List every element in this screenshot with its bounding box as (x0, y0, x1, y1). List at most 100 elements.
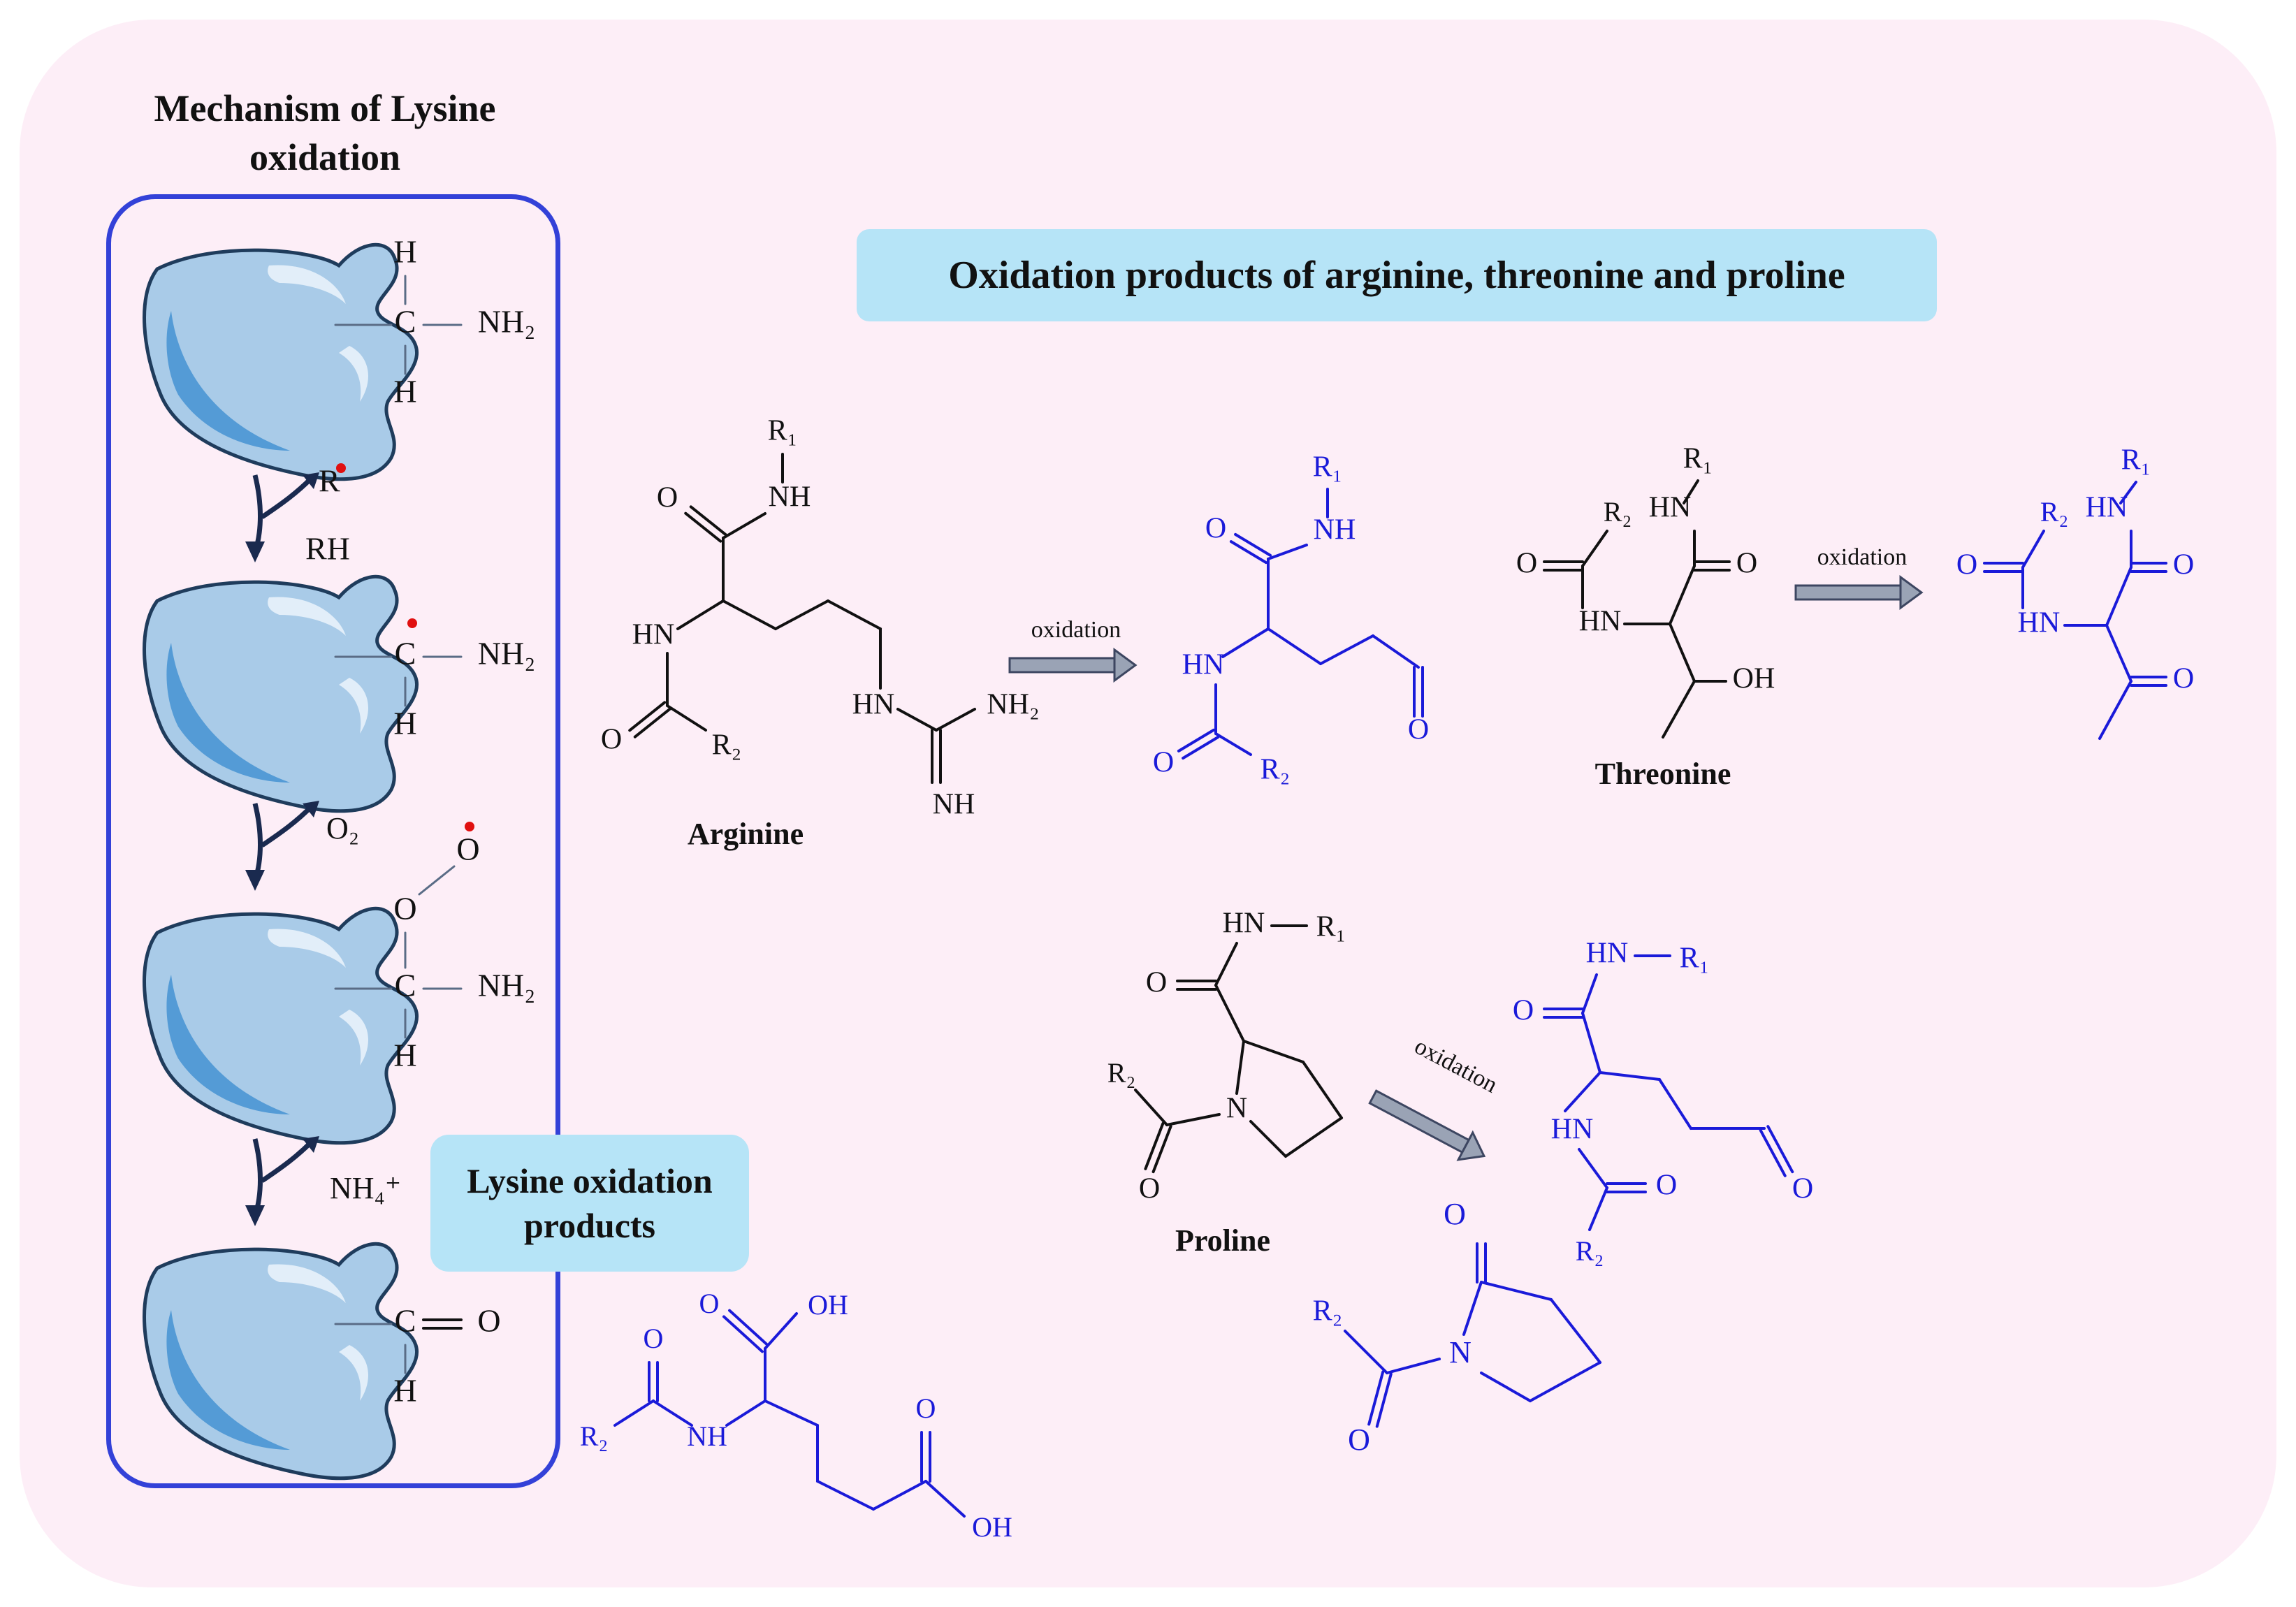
lysine-mechanism-frame (106, 194, 560, 1488)
atom-label: O (1408, 714, 1429, 746)
bond (1581, 973, 1598, 1015)
bond (1151, 1125, 1172, 1174)
bond (1214, 942, 1238, 987)
atom-label: R₂ (1107, 1057, 1136, 1089)
bond (1662, 680, 1696, 739)
atom-label: O (1153, 747, 1174, 779)
oxidation-arrow-3: oxidation (1365, 1033, 1502, 1171)
atom-label: H (393, 234, 416, 270)
atom-label: H (393, 374, 416, 409)
bond (1267, 627, 1322, 665)
atom-label: R₁ (1683, 443, 1713, 475)
atom-label: O (1736, 548, 1757, 580)
atom-label: HN (1579, 606, 1622, 638)
atom-label: NH (769, 481, 811, 514)
atom-label: H (393, 1373, 416, 1409)
bond (1529, 1361, 1601, 1402)
bond (1177, 728, 1215, 752)
atom-label: O (1205, 513, 1226, 545)
bond (1165, 1113, 1221, 1126)
bond (652, 1399, 693, 1427)
atom-label: O (1956, 549, 1977, 581)
atom-label: Threonine (1595, 757, 1731, 791)
atom-label: R₁ (1313, 451, 1343, 483)
oxidation-label: oxidation (1817, 544, 1907, 570)
protein-blob-icon (144, 576, 416, 810)
atom-label: NH₂ (478, 636, 535, 671)
atom-label: R₁ (1316, 911, 1346, 943)
oxidation-arrow-icon (1365, 1082, 1492, 1171)
atom-label: HN (1586, 938, 1629, 970)
bond (924, 1480, 966, 1518)
atom-label: NH (1314, 514, 1356, 546)
bond (728, 1309, 770, 1347)
bond (722, 599, 777, 630)
bond (1144, 1121, 1165, 1170)
radical-dot-icon (465, 822, 474, 831)
bond (935, 708, 976, 732)
bond (1242, 1040, 1305, 1063)
atom-label: O (1139, 1173, 1160, 1205)
atom-label: C (395, 1303, 416, 1339)
atom-label: O (1348, 1423, 1370, 1457)
atom-label: O (916, 1393, 936, 1424)
bond (613, 1399, 655, 1427)
atom-label: HN (1182, 649, 1225, 681)
bond (1462, 1281, 1483, 1336)
bond (1766, 1125, 1794, 1174)
bond (1249, 1120, 1287, 1158)
bond (666, 704, 707, 732)
atom-label: HN (2018, 607, 2061, 639)
lysine-products-label: Lysine oxidation products (430, 1135, 749, 1272)
atom-label: C (395, 968, 416, 1003)
oxidation-label: oxidation (1031, 617, 1121, 643)
curved-reaction-arrow-icon (245, 1136, 319, 1226)
bond (1229, 540, 1267, 565)
atom-label: R₂ (1260, 754, 1291, 786)
atom-label: N (1449, 1335, 1472, 1369)
bond (1221, 627, 1270, 658)
arginine-product-structure: R₁ NH O HN O R₂ O (1153, 451, 1429, 786)
atom-label: NH₄⁺ (330, 1171, 401, 1205)
atom-label: Proline (1175, 1223, 1270, 1258)
protein-blob-icon (144, 908, 416, 1142)
bond (1234, 532, 1272, 557)
atom-label: Arginine (688, 817, 804, 851)
bond (1581, 1012, 1601, 1074)
atom-label: O (601, 724, 622, 756)
bond (2119, 481, 2137, 504)
bond (1658, 1078, 1692, 1130)
bond (1319, 634, 1374, 665)
atom-label: O (456, 831, 479, 867)
atom-label: R₂ (1604, 496, 1632, 528)
bond (774, 599, 829, 630)
atom-label: HN (852, 689, 895, 721)
atom-label: HN (1223, 908, 1265, 940)
bond (896, 708, 938, 732)
bond (1134, 1089, 1168, 1126)
bond (764, 1399, 819, 1427)
atom-label: OH (1733, 663, 1775, 695)
atom-label: HN (632, 619, 675, 651)
atom-label: OH (808, 1289, 848, 1321)
lysine-mechanism-title: Mechanism of Lysine oxidation (154, 87, 496, 178)
atom-label: HN (2086, 492, 2128, 524)
oxidation-products-title: Oxidation products of arginine, threonin… (857, 229, 1937, 321)
protein-blob-icon (144, 1244, 416, 1478)
bond (1669, 623, 1696, 683)
bond (684, 511, 722, 543)
bond (1284, 1117, 1343, 1158)
oxidation-label: oxidation (1410, 1033, 1502, 1098)
atom-label: O (1656, 1170, 1677, 1202)
radical-dot-icon (407, 618, 417, 628)
atom-label: O (1444, 1197, 1466, 1231)
